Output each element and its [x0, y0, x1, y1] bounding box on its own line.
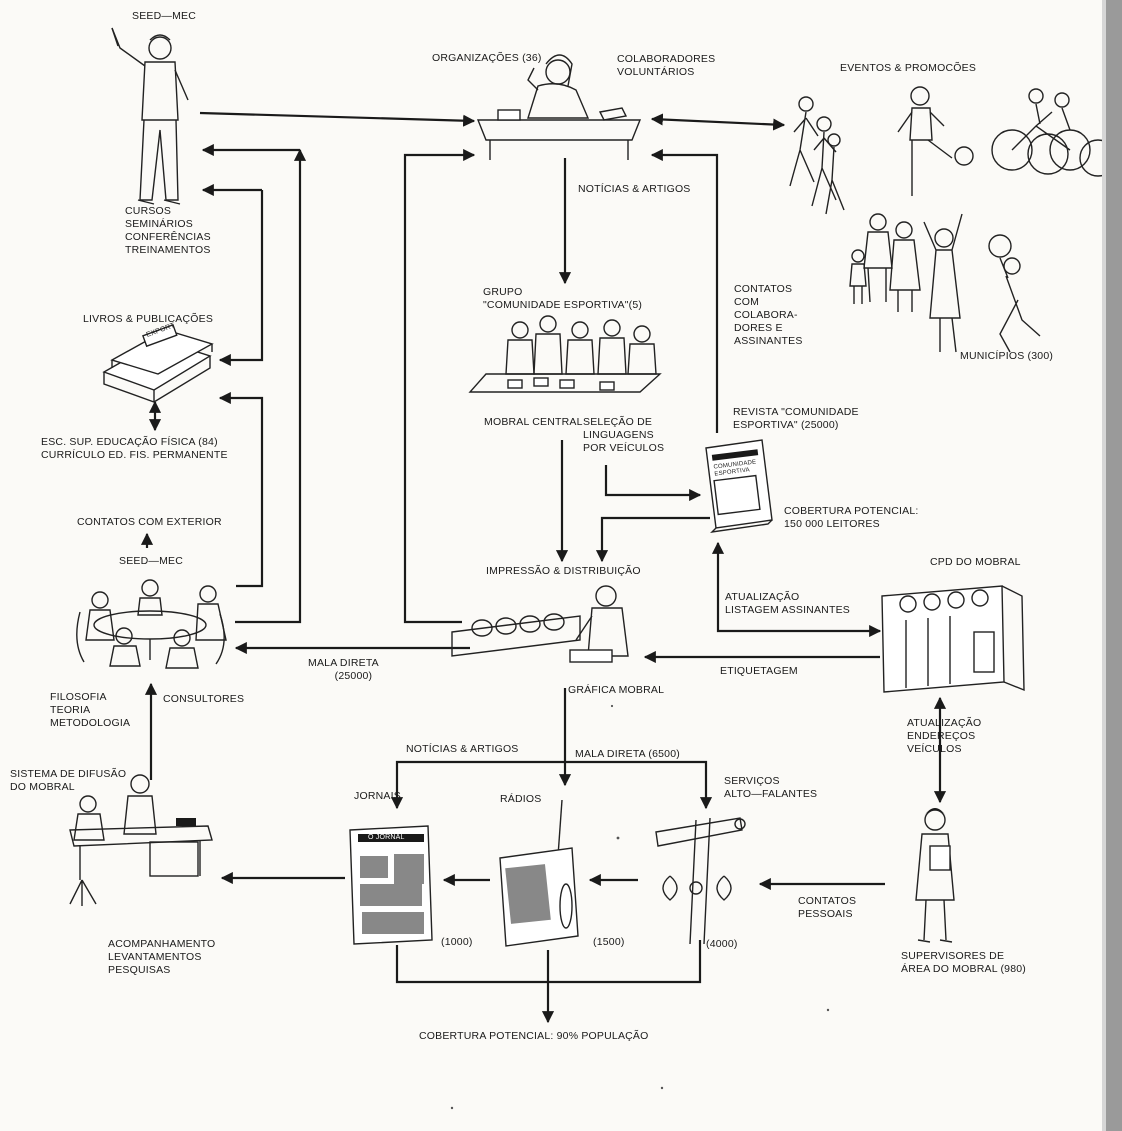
page-edge-shadow [1106, 0, 1122, 1131]
label-count-1500: (1500) [593, 936, 625, 948]
radio-icon [499, 799, 579, 947]
label-livros: LIVROS & PUBLICAÇÕES [83, 313, 214, 325]
label-radios: RÁDIOS [500, 793, 542, 805]
label-mala-direta-6500: MALA DIRETA (6500) [575, 748, 680, 760]
newspaper-icon [349, 825, 433, 945]
label-contatos-exterior: CONTATOS COM EXTERIOR [77, 516, 222, 528]
arrow-selecao-to-revista [604, 465, 702, 502]
label-sistema-difusao: SISTEMA DE DIFUSÃO DO MOBRAL [10, 768, 127, 793]
label-grupo: GRUPO "COMUNIDADE ESPORTIVA"(5) [483, 286, 643, 311]
arrow-seed-mid-loop [235, 148, 307, 624]
label-cpd: CPD DO MOBRAL [930, 556, 1021, 568]
arrow-seed-to-organizacoes [199, 111, 476, 127]
connectors [140, 111, 947, 1024]
label-consultores: CONSULTORES [163, 693, 245, 705]
label-seed-mec-top: SEED—MEC [132, 10, 197, 22]
label-esc-sup: ESC. SUP. EDUCAÇÃO FÍSICA (84) CURRÍCULO… [41, 436, 228, 461]
label-count-4000: (4000) [706, 938, 738, 950]
label-cobertura-populacao: COBERTURA POTENCIAL: 90% POPULAÇÃO [419, 1030, 649, 1042]
label-selecao: SELEÇÃO DE LINGUAGENS POR VEÍCULOS [583, 416, 665, 454]
lecturer-figure-icon [111, 27, 189, 205]
runners-icon [789, 96, 845, 215]
ball-players-icon [897, 86, 1041, 353]
label-colaboradores: COLABORADORES VOLUNTÁRIOS [617, 53, 716, 78]
label-seed-mec-mid: SEED—MEC [119, 555, 184, 567]
label-supervisores: SUPERVISORES DE ÁREA DO MOBRAL (980) [901, 950, 1026, 975]
label-noticias-artigos-top: NOTÍCIAS & ARTIGOS [578, 183, 691, 195]
arrow-contatos-to-org [650, 148, 719, 433]
arrow-revista-cpd [711, 541, 882, 638]
arrow-seed-mid-to-livros [218, 391, 264, 588]
arrow-to-jornais [390, 760, 565, 810]
arrow-grafica-to-org [403, 148, 476, 624]
label-mala-direta-25000: MALA DIRETA (25000) [308, 657, 379, 682]
label-count-1000: (1000) [441, 936, 473, 948]
arrow-revista-to-impressao [595, 516, 710, 563]
arrow-to-alto-falantes [565, 760, 713, 810]
arrow-to-livros [218, 190, 264, 367]
label-impressao: IMPRESSÃO & DISTRIBUIÇÃO [486, 565, 641, 577]
cyclists-icon [991, 88, 1117, 177]
label-eventos: EVENTOS & PROMOCÕES [840, 62, 977, 74]
family-group-icon [849, 213, 963, 353]
label-atualizacao-enderecos: ATUALIZAÇÃO ENDEREÇOS VEÍCULOS [907, 717, 982, 755]
label-atualizacao-listagem: ATUALIZAÇÃO LISTAGEM ASSINANTES [725, 591, 850, 616]
label-filosofia: FILOSOFIA TEORIA METODOLOGIA [50, 691, 131, 729]
supervisor-woman-icon [915, 808, 955, 943]
loudspeaker-icon [655, 817, 746, 945]
label-servicos: SERVIÇOS ALTO—FALANTES [724, 775, 818, 800]
label-jornais: JORNAIS [354, 790, 401, 802]
page-edge-highlight [1102, 0, 1106, 1131]
group-meeting-icon [468, 315, 662, 393]
printing-press-icon [451, 585, 629, 663]
newspaper-mast-text: O JORNAL [368, 834, 405, 841]
books-icon [102, 323, 214, 403]
round-table-meeting-icon [76, 579, 227, 669]
label-organizacoes: ORGANIZAÇÕES (36) [432, 52, 542, 64]
label-acompanhamento: ACOMPANHAMENTO LEVANTAMENTOS PESQUISAS [108, 938, 216, 976]
label-cobertura-leitores: COBERTURA POTENCIAL: 150 000 LEITORES [784, 505, 919, 530]
label-grafica: GRÁFICA MOBRAL [568, 684, 665, 696]
label-municipios: MUNICÍPIOS (300) [960, 350, 1054, 362]
office-desk-icon [69, 774, 213, 906]
label-noticias-artigos-bottom: NOTÍCIAS & ARTIGOS [406, 743, 519, 755]
magazine-icon [705, 439, 773, 533]
label-etiquetagem: ETIQUETAGEM [720, 665, 798, 677]
desk-worker-icon [476, 54, 642, 160]
arrow-org-eventos [650, 113, 786, 131]
label-contatos-pessoais: CONTATOS PESSOAIS [798, 895, 857, 920]
computer-cpd-icon [881, 585, 1025, 693]
label-contatos-colaboradores: CONTATOS COM COLABORA- DORES E ASSINANTE… [734, 283, 803, 347]
label-revista: REVISTA "COMUNIDADE ESPORTIVA" (25000) [733, 406, 859, 431]
label-cursos: CURSOS SEMINÁRIOS CONFERÊNCIAS TREINAMEN… [125, 205, 211, 256]
label-mobral-central: MOBRAL CENTRAL [484, 416, 583, 428]
